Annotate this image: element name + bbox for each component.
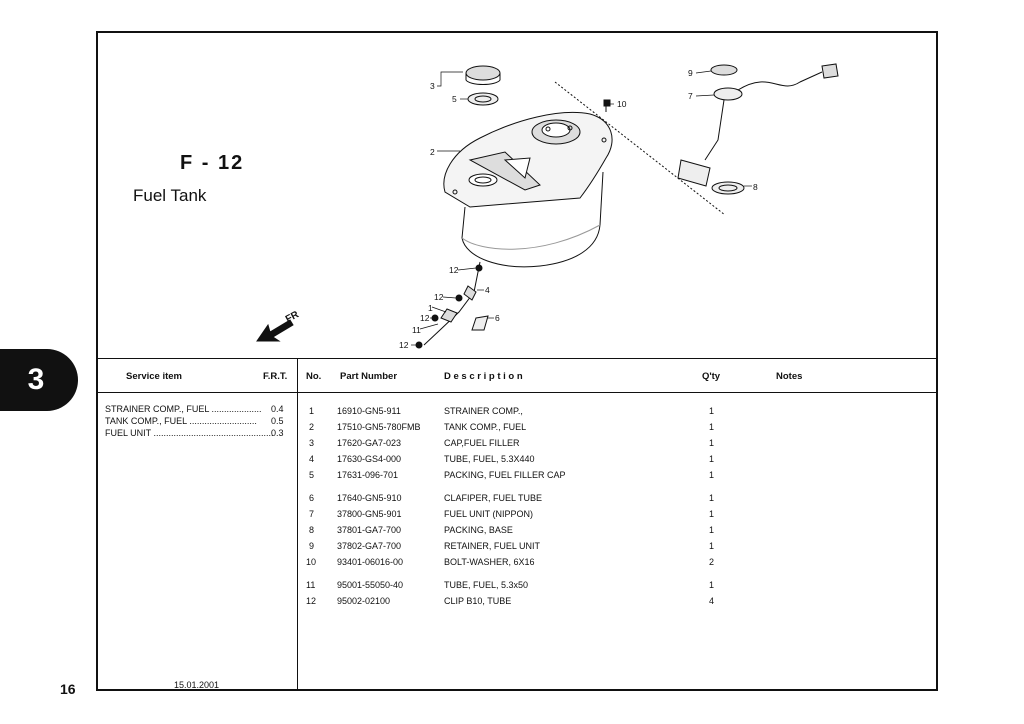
- row-part-number: 17620-GA7-023: [337, 438, 402, 448]
- table-header-rule: [96, 392, 938, 393]
- filler-cap-drawing: [465, 65, 501, 106]
- row-qty: 2: [709, 557, 715, 567]
- row-no: 10: [306, 557, 317, 567]
- row-no: 11: [306, 580, 316, 590]
- row-qty: 1: [709, 541, 715, 551]
- bolt-washer-drawing: [603, 99, 611, 112]
- header-part-number: Part Number: [340, 371, 398, 382]
- row-part-number: 95001-55050-40: [337, 580, 404, 590]
- page-frame: [96, 31, 938, 691]
- row-qty: 1: [709, 580, 715, 590]
- row-qty: 1: [709, 438, 715, 448]
- table-top-rule: [96, 358, 938, 359]
- callout-5: 5: [452, 94, 457, 104]
- row-no: 5: [309, 470, 315, 480]
- row-description: RETAINER, FUEL UNIT: [444, 541, 541, 551]
- row-part-number: 17631-096-701: [337, 470, 399, 480]
- row-description: TANK COMP., FUEL: [444, 422, 527, 432]
- section-tab-number: 3: [27, 363, 45, 396]
- row-description: CLIP B10, TUBE: [444, 596, 512, 606]
- header-frt: F.R.T.: [263, 371, 288, 382]
- row-description: CLAFIPER, FUEL TUBE: [444, 493, 543, 503]
- row-part-number: 17630-GS4-000: [337, 454, 402, 464]
- page-number: 16: [60, 681, 76, 697]
- front-direction-arrow-icon: [256, 319, 294, 342]
- service-frt: 0.3: [271, 428, 284, 438]
- row-no: 2: [309, 422, 315, 432]
- callout-9: 9: [688, 68, 693, 78]
- row-part-number: 17510-GN5-780FMB: [337, 422, 421, 432]
- row-description: CAP,FUEL FILLER: [444, 438, 520, 448]
- header-no: No.: [306, 371, 322, 382]
- service-item: TANK COMP., FUEL .......................…: [105, 416, 257, 426]
- row-part-number: 16910-GN5-911: [337, 406, 401, 416]
- service-item: STRAINER COMP., FUEL ...................…: [105, 404, 262, 414]
- header-notes: Notes: [776, 371, 803, 382]
- header-qty: Q'ty: [702, 371, 721, 382]
- callout-12a: 12: [449, 265, 459, 275]
- callout-2: 2: [430, 147, 435, 157]
- service-frt: 0.5: [271, 416, 284, 426]
- row-qty: 1: [709, 422, 715, 432]
- row-part-number: 17640-GN5-910: [337, 493, 402, 503]
- callout-leaders: [411, 70, 752, 346]
- table-column-divider: [297, 358, 298, 691]
- row-description: STRAINER COMP.,: [444, 406, 523, 416]
- row-qty: 1: [709, 406, 715, 416]
- callout-6: 6: [495, 313, 500, 323]
- row-description: FUEL UNIT (NIPPON): [444, 509, 534, 519]
- row-no: 12: [306, 596, 317, 606]
- callout-7: 7: [688, 91, 693, 101]
- row-no: 4: [309, 454, 315, 464]
- callout-12b: 12: [434, 292, 444, 302]
- row-qty: 1: [709, 454, 715, 464]
- row-no: 8: [309, 525, 315, 535]
- row-description: TUBE, FUEL, 5.3X440: [444, 454, 535, 464]
- row-no: 1: [309, 406, 315, 416]
- header-description: D e s c r i p t i o n: [444, 371, 523, 382]
- callout-3: 3: [430, 81, 435, 91]
- callout-12d: 12: [399, 340, 409, 350]
- service-frt: 0.4: [271, 404, 284, 414]
- callout-1: 1: [428, 303, 433, 313]
- row-description: BOLT-WASHER, 6X16: [444, 557, 535, 567]
- row-part-number: 37800-GN5-901: [337, 509, 402, 519]
- row-description: PACKING, FUEL FILLER CAP: [444, 470, 566, 480]
- callout-10: 10: [617, 99, 627, 109]
- callout-12c: 12: [420, 313, 430, 323]
- row-description: PACKING, BASE: [444, 525, 513, 535]
- fuel-tank-drawing: [443, 111, 613, 268]
- row-qty: 1: [709, 493, 715, 503]
- fuel-line-drawing: [415, 261, 489, 349]
- figure-name: Fuel Tank: [133, 186, 207, 205]
- row-qty: 1: [709, 470, 715, 480]
- row-part-number: 37802-GA7-700: [337, 541, 402, 551]
- row-part-number: 93401-06016-00: [337, 557, 404, 567]
- row-description: TUBE, FUEL, 5.3x50: [444, 580, 529, 590]
- revision-date: 15.01.2001: [174, 680, 220, 690]
- row-no: 7: [309, 509, 315, 519]
- fuel-unit-drawing: [677, 63, 839, 195]
- service-item: FUEL UNIT ..............................…: [105, 428, 274, 438]
- row-qty: 1: [709, 509, 715, 519]
- row-part-number: 37801-GA7-700: [337, 525, 402, 535]
- callout-4: 4: [485, 285, 490, 295]
- row-no: 3: [309, 438, 315, 448]
- callout-11: 11: [412, 325, 421, 335]
- row-qty: 1: [709, 525, 715, 535]
- header-service-item: Service item: [126, 371, 182, 382]
- row-no: 6: [309, 493, 315, 503]
- callout-8: 8: [753, 182, 758, 192]
- row-part-number: 95002-02100: [337, 596, 391, 606]
- row-no: 9: [309, 541, 315, 551]
- figure-code: F - 12: [180, 152, 245, 174]
- section-tab: 3: [0, 349, 78, 411]
- row-qty: 4: [709, 596, 715, 606]
